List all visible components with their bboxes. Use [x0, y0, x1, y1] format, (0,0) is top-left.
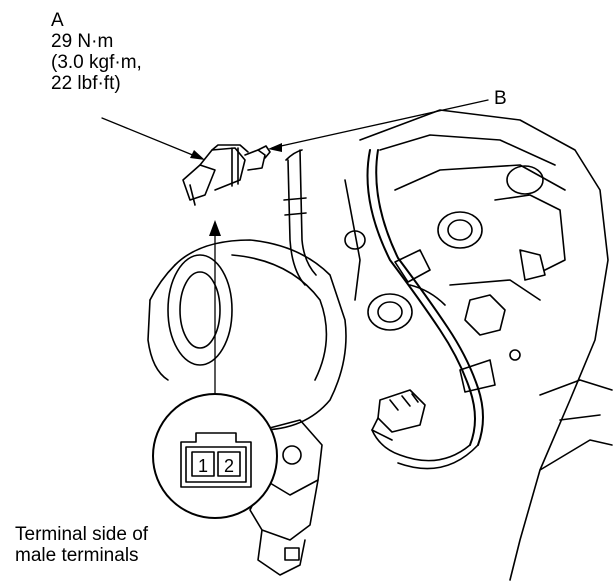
- callout-b-letter: B: [494, 88, 507, 109]
- leader-arrowheads: [190, 143, 282, 236]
- connector-magnifier: [152, 393, 278, 519]
- connector-caption-line2: male terminals: [15, 545, 139, 566]
- pin-1-label: 1: [198, 456, 208, 476]
- torque-lbfft: 22 lbf·ft): [51, 73, 121, 94]
- connector-housing: [180, 432, 252, 488]
- torque-kgfm: (3.0 kgf·m,: [51, 52, 142, 73]
- coolant-pipe: [283, 149, 317, 286]
- harness-connector: [371, 389, 426, 441]
- engine-block: [344, 109, 613, 581]
- cylinder-housing: [147, 239, 347, 431]
- leader-lines: [101, 99, 489, 411]
- connector-caption-line1: Terminal side of: [15, 524, 149, 545]
- pin-2-label: 2: [224, 456, 234, 476]
- ring-washer: [367, 293, 413, 331]
- wire-harness: [366, 149, 496, 470]
- callout-a-letter: A: [51, 10, 64, 31]
- torque-nm: 29 N·m: [51, 31, 114, 52]
